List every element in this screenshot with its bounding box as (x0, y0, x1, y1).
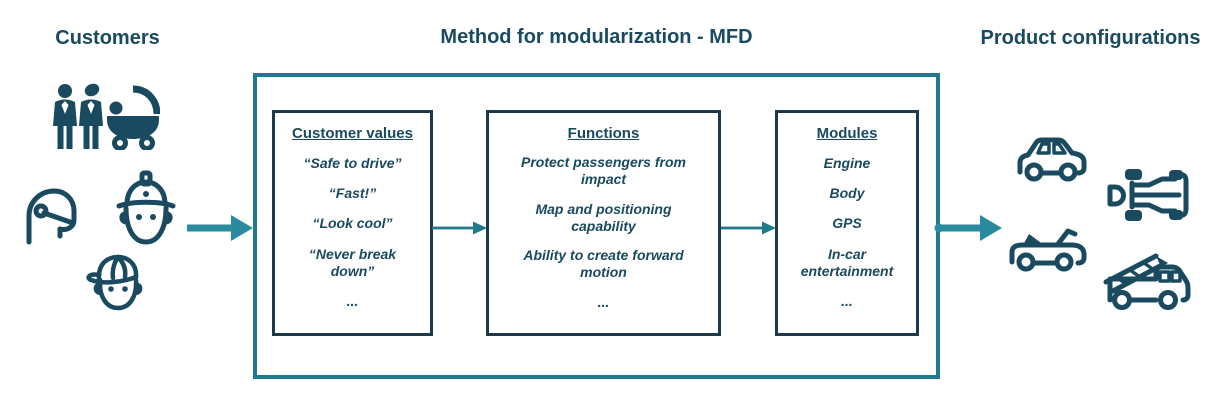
functions-heading: Functions (567, 125, 640, 142)
modules-heading: Modules (816, 125, 878, 142)
customer-value-item: ... (346, 292, 359, 309)
customer-value-item: “Look cool” (312, 215, 393, 232)
family-icon (50, 82, 160, 150)
arrow-method-to-products (934, 215, 1004, 241)
module-item: ... (841, 292, 853, 309)
customer-values-box: Customer values “Safe to drive” “Fast!” … (272, 110, 433, 336)
product-configurations-title: Product configurations (980, 27, 1201, 49)
customer-value-item: “Never break down” (308, 245, 397, 279)
arrow-values-to-functions (432, 220, 487, 236)
arrow-functions-to-modules (721, 220, 776, 236)
modules-box: Modules Engine Body GPS In-car entertain… (775, 110, 919, 336)
function-item: ... (597, 293, 610, 310)
construction-worker-icon (110, 170, 182, 252)
module-item: In-car entertainment (800, 245, 894, 279)
suv-car-icon (1012, 130, 1088, 186)
function-item: Map and positioning capability (535, 200, 672, 234)
customer-values-list: “Safe to drive” “Fast!” “Look cool” “Nev… (281, 142, 424, 323)
customers-title: Customers (55, 27, 160, 49)
modules-list: Engine Body GPS In-car entertainment ... (784, 142, 910, 323)
customer-value-item: “Fast!” (328, 185, 377, 202)
functions-box: Functions Protect passengers from impact… (486, 110, 721, 336)
kid-cap-icon (80, 250, 154, 314)
module-item: Engine (823, 155, 871, 172)
fire-truck-icon (1100, 246, 1192, 310)
convertible-car-icon (1006, 222, 1090, 272)
function-item: Protect passengers from impact (521, 154, 686, 188)
functions-list: Protect passengers from impact Map and p… (495, 142, 712, 323)
mfd-title: Method for modularization - MFD (440, 26, 753, 48)
arrow-customers-to-method (187, 215, 253, 241)
customer-value-item: “Safe to drive” (303, 155, 402, 172)
module-item: Body (829, 185, 865, 202)
race-car-top-icon (1105, 168, 1197, 222)
function-item: Ability to create forward motion (523, 247, 684, 281)
racing-helmet-icon (16, 182, 78, 248)
customer-values-heading: Customer values (292, 125, 413, 142)
module-item: GPS (832, 215, 862, 232)
